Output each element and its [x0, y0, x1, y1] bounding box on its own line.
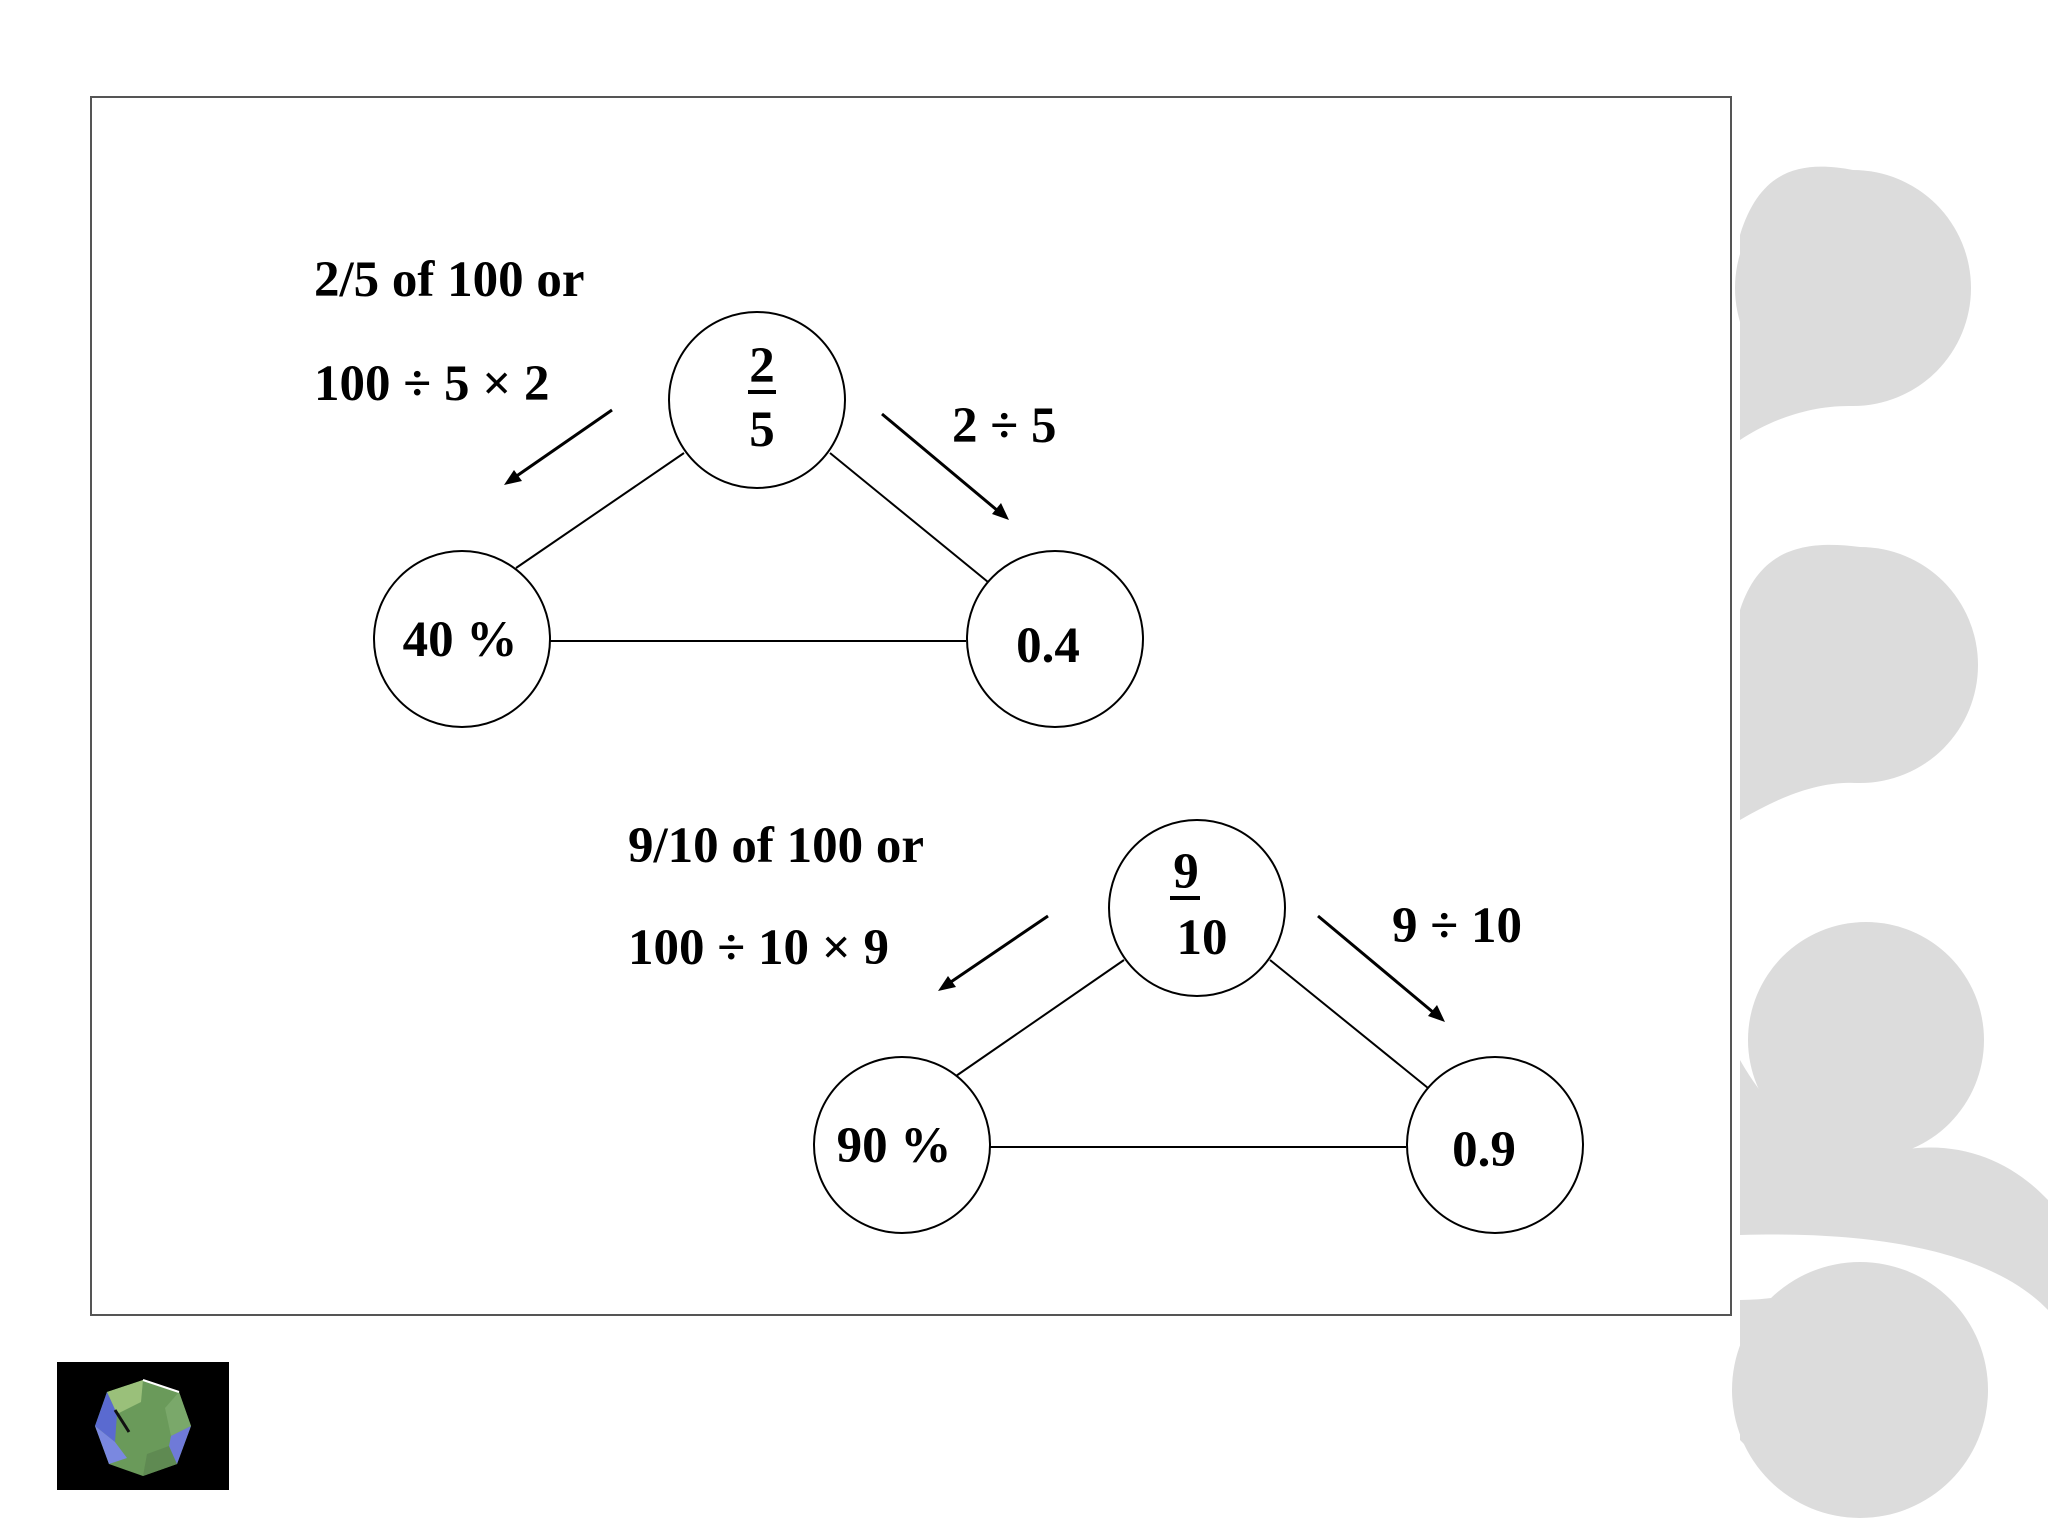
percent-method-line-2: 100 ÷ 10 × 9 [628, 920, 889, 976]
percent-direction-arrow [942, 916, 1048, 988]
decimal-arrowhead [1428, 1005, 1445, 1022]
percent-arrowhead [504, 470, 522, 485]
dodecahedron-logo-icon [57, 1362, 229, 1490]
percent-value: 40 % [403, 612, 518, 668]
diagram-two-fifths: 2 5 40 % 0.4 2/5 of 100 or 100 ÷ 5 × 2 2… [314, 252, 1143, 727]
percent-method-line-2: 100 ÷ 5 × 2 [314, 356, 550, 412]
fraction-denominator: 5 [749, 402, 775, 458]
decimal-method: 2 ÷ 5 [952, 398, 1057, 454]
diagram-panel: 2 5 40 % 0.4 2/5 of 100 or 100 ÷ 5 × 2 2… [90, 96, 1732, 1316]
edge-fraction-to-decimal [1270, 960, 1428, 1088]
percent-arrowhead [938, 976, 956, 991]
edge-fraction-to-percent [956, 960, 1124, 1076]
fraction-denominator: 10 [1177, 910, 1228, 966]
decimal-arrowhead [992, 503, 1009, 520]
decimal-value: 0.4 [1016, 618, 1080, 674]
decimal-value: 0.9 [1452, 1122, 1516, 1178]
edge-fraction-to-percent [516, 453, 684, 568]
percent-direction-arrow [508, 410, 612, 482]
edge-fraction-to-decimal [830, 453, 988, 582]
percent-method-line-1: 9/10 of 100 or [628, 818, 924, 874]
decimal-method: 9 ÷ 10 [1392, 898, 1522, 954]
diagram-nine-tenths: 9 10 90 % 0.9 9/10 of 100 or 100 ÷ 10 × … [628, 818, 1583, 1233]
percent-method-line-1: 2/5 of 100 or [314, 252, 585, 308]
fraction-numerator: 9 [1173, 844, 1199, 900]
fraction-numerator: 2 [749, 338, 775, 394]
conversion-diagrams: 2 5 40 % 0.4 2/5 of 100 or 100 ÷ 5 × 2 2… [92, 98, 1734, 1318]
percent-value: 90 % [837, 1118, 952, 1174]
